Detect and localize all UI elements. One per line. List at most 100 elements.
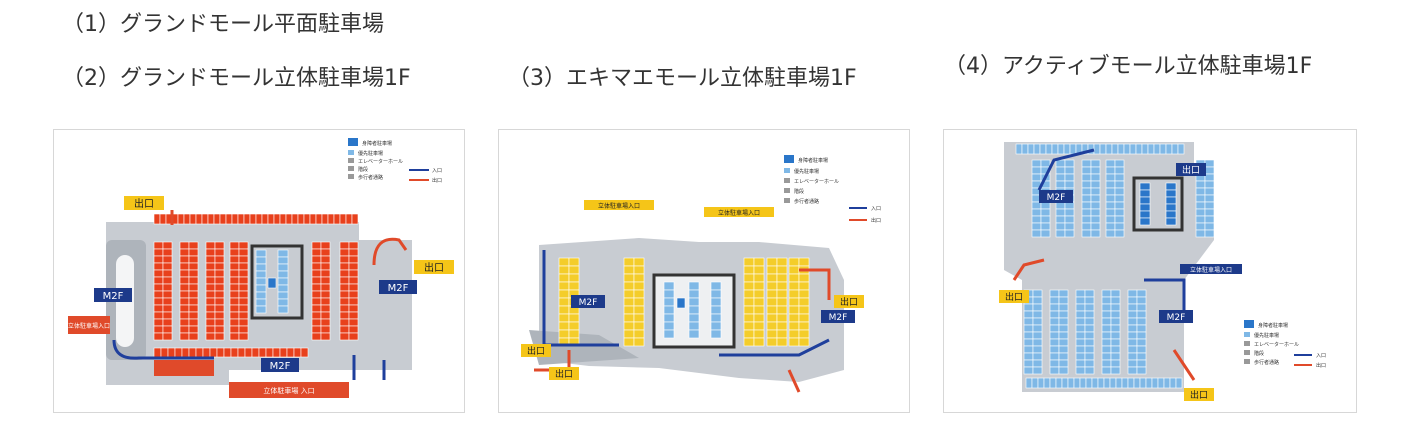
parking-stall bbox=[1067, 377, 1075, 389]
parking-stall bbox=[1081, 215, 1092, 224]
parking-stall bbox=[788, 289, 800, 299]
map-ekimae[interactable]: 出口 出口 出口 M2F M2F 立体駐車場入口 立体駐車場入口 身障者駐車場 … bbox=[498, 129, 910, 413]
parking-stall bbox=[153, 304, 164, 313]
parking-stall bbox=[1033, 143, 1041, 155]
m2f-badge-right-text: M2F bbox=[1167, 313, 1186, 323]
parking-stall bbox=[231, 213, 239, 225]
parking-stall bbox=[1057, 143, 1065, 155]
parking-stall bbox=[311, 325, 322, 334]
parking-stall bbox=[1204, 173, 1215, 182]
parking-stall bbox=[339, 311, 350, 320]
parking-stall bbox=[788, 321, 800, 331]
elevator-icon bbox=[784, 178, 790, 183]
parking-stall bbox=[766, 297, 778, 307]
parking-stall bbox=[238, 290, 249, 299]
priority-zone-frame bbox=[1132, 176, 1184, 232]
parking-stall bbox=[1127, 331, 1138, 340]
stall-row-top bbox=[153, 213, 359, 225]
parking-stall bbox=[205, 241, 216, 250]
legend: 身障者駐車場 優先駐車場 エレベーターホール 階段 歩行者通路 入口 出口 bbox=[784, 155, 881, 224]
exit-arrow-right bbox=[372, 237, 408, 266]
parking-stall bbox=[1090, 187, 1101, 196]
parking-stall bbox=[1105, 180, 1116, 189]
parking-stall bbox=[1032, 331, 1043, 340]
exit-label-top bbox=[124, 196, 164, 210]
parking-stall-priority bbox=[1139, 196, 1151, 205]
parking-stall bbox=[1101, 296, 1112, 305]
parking-stall bbox=[1058, 324, 1069, 333]
map-grand-flat[interactable]: 出口 出口 M2F M2F M2F 立体駐車場入口 立体駐車場 入口 身障者駐車… bbox=[53, 129, 465, 413]
parking-stall bbox=[1032, 352, 1043, 361]
m2f-badge-top-text: M2F bbox=[1047, 193, 1066, 203]
legend-title: 身障者駐車場 bbox=[1258, 322, 1288, 329]
parking-stall bbox=[153, 241, 164, 250]
parking-stall bbox=[1111, 143, 1119, 155]
parking-stall bbox=[1032, 338, 1043, 347]
parking-stall bbox=[1105, 229, 1116, 238]
parking-stall bbox=[1058, 359, 1069, 368]
parking-stall bbox=[1177, 143, 1185, 155]
parking-stall bbox=[311, 269, 322, 278]
parking-stall bbox=[798, 329, 810, 339]
side-note-text: 立体駐車場入口 bbox=[68, 322, 110, 330]
parking-stall bbox=[348, 283, 359, 292]
parking-stall bbox=[214, 255, 225, 264]
parking-stall bbox=[205, 325, 216, 334]
parking-stall bbox=[1093, 143, 1101, 155]
parking-stall bbox=[1101, 303, 1112, 312]
parking-stall bbox=[1110, 331, 1121, 340]
parking-stall-priority bbox=[1139, 182, 1151, 191]
parking-stall bbox=[339, 248, 350, 257]
parking-stall bbox=[1114, 173, 1125, 182]
parking-stall bbox=[303, 213, 311, 225]
parking-stall bbox=[188, 347, 197, 358]
legend-item-1: 優先駐車場 bbox=[1254, 332, 1279, 339]
parking-stall bbox=[743, 337, 755, 347]
parking-stall bbox=[179, 297, 190, 306]
parking-stall bbox=[321, 213, 329, 225]
parking-stall bbox=[1101, 310, 1112, 319]
map-active[interactable]: 出口 出口 出口 M2F M2F 立体駐車場入口 身障者駐車場 優先駐車場 エレ… bbox=[943, 129, 1357, 413]
parking-stall bbox=[1063, 143, 1071, 155]
parking-stall bbox=[753, 297, 765, 307]
parking-stall bbox=[238, 269, 249, 278]
parking-stall bbox=[753, 273, 765, 283]
heading-grand-multistory: （2）グランドモール立体駐車場1F bbox=[62, 66, 411, 91]
parking-stall bbox=[214, 276, 225, 285]
parking-stall bbox=[1110, 359, 1121, 368]
parking-stall bbox=[293, 347, 302, 358]
parking-stall bbox=[1075, 310, 1086, 319]
parking-stall-priority bbox=[688, 305, 700, 315]
parking-stall bbox=[153, 311, 164, 320]
legend-in-text: 入口 bbox=[871, 206, 881, 212]
parking-stall bbox=[1159, 143, 1167, 155]
parking-stall bbox=[214, 332, 225, 341]
parking-stall bbox=[743, 289, 755, 299]
parking-stall bbox=[1204, 166, 1215, 175]
parking-stall bbox=[1090, 222, 1101, 231]
parking-stall bbox=[179, 248, 190, 257]
parking-stall bbox=[1136, 310, 1147, 319]
parking-stall-priority bbox=[1139, 210, 1151, 219]
parking-stall bbox=[1090, 180, 1101, 189]
parking-stall bbox=[1204, 201, 1215, 210]
parking-stall bbox=[291, 213, 299, 225]
parking-stall bbox=[225, 213, 233, 225]
parking-stall bbox=[238, 262, 249, 271]
parking-stall bbox=[188, 248, 199, 257]
in-arrow-left bbox=[112, 339, 214, 360]
parking-stall bbox=[339, 255, 350, 264]
parking-stall bbox=[229, 318, 240, 327]
parking-stall bbox=[788, 305, 800, 315]
parking-stall bbox=[633, 337, 645, 347]
parking-stall-priority bbox=[663, 281, 675, 291]
parking-stall bbox=[188, 241, 199, 250]
parking-stall bbox=[743, 265, 755, 275]
parking-stall bbox=[753, 281, 765, 291]
parking-stall bbox=[1049, 289, 1060, 298]
parking-stall bbox=[753, 289, 765, 299]
parking-stall bbox=[162, 332, 173, 341]
parking-stall bbox=[188, 297, 199, 306]
parking-stall bbox=[1101, 352, 1112, 361]
parking-stall bbox=[1090, 159, 1101, 168]
